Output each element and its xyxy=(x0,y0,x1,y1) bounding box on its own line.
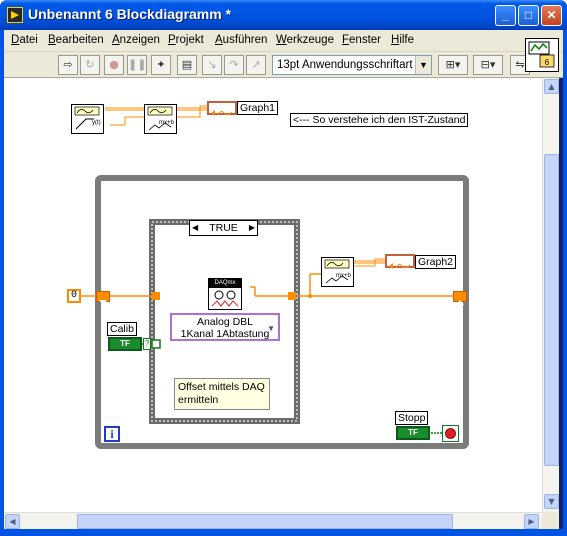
graph2-terminal[interactable] xyxy=(385,254,415,269)
shift-register-right[interactable] xyxy=(453,291,467,305)
scroll-corner xyxy=(542,512,559,529)
increment-case-icon[interactable]: ▶ xyxy=(248,223,255,232)
step-over-icon[interactable]: ↷ xyxy=(224,55,244,75)
menu-fenster[interactable]: Fenster xyxy=(342,34,381,46)
run-continuously-icon[interactable]: ↻ xyxy=(80,55,100,75)
font-select[interactable]: 13pt Anwendungsschriftart ▼ xyxy=(272,55,432,75)
maximize-button[interactable]: □ xyxy=(518,5,539,26)
align-objects-icon[interactable]: ⊞▾ xyxy=(438,55,468,75)
stopp-boolean-terminal[interactable]: TF xyxy=(396,426,430,440)
menu-werkzeuge[interactable]: Werkzeuge xyxy=(276,34,334,46)
case-selector[interactable]: ◀ TRUE ▶ xyxy=(189,220,258,236)
step-into-icon[interactable]: ↘ xyxy=(202,55,222,75)
run-arrow-icon[interactable]: ⇨ xyxy=(58,55,78,75)
daqmx-read-icon[interactable]: DAQmx xyxy=(208,278,242,310)
menu-ausfuehren[interactable]: Ausführen xyxy=(215,34,268,46)
svg-text:mx+b: mx+b xyxy=(159,120,175,126)
menu-bar: Datei Bearbeiten Anzeigen Projekt Ausfüh… xyxy=(4,30,563,52)
minimize-button[interactable]: _ xyxy=(495,5,516,26)
close-button[interactable]: ✕ xyxy=(541,5,562,26)
iteration-terminal[interactable]: i xyxy=(104,426,120,442)
svg-text:mx+b: mx+b xyxy=(336,273,352,279)
add-offset-icon[interactable]: mx+b xyxy=(144,104,177,134)
chevron-down-icon: ▼ xyxy=(415,56,431,74)
title-bar[interactable]: Unbenannt 6 Blockdiagramm * _ □ ✕ xyxy=(0,0,567,30)
window-frame-right xyxy=(563,30,567,536)
decrement-case-icon[interactable]: ◀ xyxy=(192,223,199,232)
svg-text:y(t): y(t) xyxy=(92,120,101,126)
vi-icon[interactable]: 6 xyxy=(525,38,559,72)
daqmx-polymorphic-selector[interactable]: Analog DBL 1Kanal 1Abtastung ▼ xyxy=(170,313,280,341)
abort-icon[interactable]: ● xyxy=(104,55,124,75)
add-offset-icon-2[interactable]: mx+b xyxy=(321,257,354,287)
scroll-right-icon[interactable]: ▶ xyxy=(524,514,539,529)
horizontal-scrollbar[interactable]: ◀ ▶ xyxy=(4,512,542,529)
case-selector-terminal[interactable]: ? xyxy=(143,338,151,350)
loop-condition-stop-icon[interactable] xyxy=(442,425,459,442)
daqmx-label: DAQmx xyxy=(209,279,241,288)
daq-mode-line2: 1Kanal 1Abtastung xyxy=(180,328,270,340)
menu-projekt[interactable]: Projekt xyxy=(168,34,204,46)
pause-icon[interactable]: ❚❚ xyxy=(127,55,147,75)
font-select-value: 13pt Anwendungsschriftart xyxy=(277,59,413,71)
window-frame-bottom xyxy=(0,529,567,536)
chevron-down-icon: ▼ xyxy=(267,324,275,333)
case-value: TRUE xyxy=(209,222,238,234)
offset-note[interactable]: Offset mittels DAQ ermitteln xyxy=(174,378,270,410)
vi-icon-number: 6 xyxy=(545,58,550,67)
window-frame-left xyxy=(0,30,4,536)
graph2-label[interactable]: Graph2 xyxy=(415,255,457,269)
scroll-down-icon[interactable]: ▼ xyxy=(544,494,559,509)
menu-datei[interactable]: Datei xyxy=(11,34,38,46)
labview-app-icon xyxy=(7,7,23,23)
toolbar: ⇨ ↻ ● ❚❚ ✦ ▤ ↘ ↷ ↗ 13pt Anwendungsschrif… xyxy=(4,52,563,78)
daq-mode-line1: Analog DBL xyxy=(196,316,254,328)
highlight-execution-icon[interactable]: ✦ xyxy=(151,55,171,75)
step-out-icon[interactable]: ↗ xyxy=(246,55,266,75)
vertical-scrollbar[interactable]: ▲ ▼ xyxy=(542,78,559,512)
calib-boolean-terminal[interactable]: TF xyxy=(108,337,142,351)
retain-wire-values-icon[interactable]: ▤ xyxy=(177,55,197,75)
zero-constant[interactable]: 0 xyxy=(67,289,81,303)
scroll-left-icon[interactable]: ◀ xyxy=(5,514,20,529)
note-label[interactable]: <--- So verstehe ich den IST-Zustand xyxy=(290,113,469,127)
distribute-objects-icon[interactable]: ⊟▾ xyxy=(473,55,503,75)
shift-register-left[interactable] xyxy=(96,291,110,305)
scroll-up-icon[interactable]: ▲ xyxy=(544,79,559,94)
menu-bearbeiten[interactable]: Bearbeiten xyxy=(48,34,104,46)
horizontal-scroll-thumb[interactable] xyxy=(77,514,453,529)
graph1-terminal[interactable] xyxy=(207,101,237,116)
simulate-signal-icon[interactable]: y(t) xyxy=(71,104,104,134)
stopp-label[interactable]: Stopp xyxy=(395,411,429,425)
menu-hilfe[interactable]: Hilfe xyxy=(391,34,415,46)
vertical-scroll-thumb[interactable] xyxy=(544,154,559,466)
calib-label[interactable]: Calib xyxy=(107,322,137,336)
graph1-label[interactable]: Graph1 xyxy=(237,101,279,115)
menu-anzeigen[interactable]: Anzeigen xyxy=(112,34,160,46)
window-title: Unbenannt 6 Blockdiagramm * xyxy=(28,6,232,22)
